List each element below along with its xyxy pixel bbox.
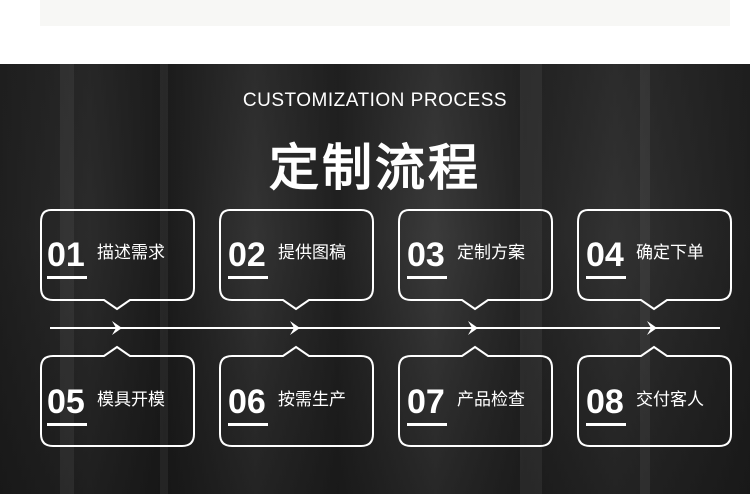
step-label: 提供图稿 — [278, 243, 346, 263]
step-number: 08 — [586, 385, 624, 419]
step-card-08: 08 交付客人 — [577, 347, 732, 447]
step-card-05: 05 模具开模 — [40, 347, 195, 447]
step-number: 07 — [407, 385, 445, 419]
step-number: 02 — [228, 238, 266, 272]
step-underline — [407, 276, 447, 279]
step-underline — [228, 423, 268, 426]
page-title: 定制流程 — [0, 128, 750, 200]
step-number: 06 — [228, 385, 266, 419]
arrow-right-icon — [286, 319, 304, 337]
step-underline — [586, 276, 626, 279]
step-label: 按需生产 — [278, 390, 346, 410]
step-number: 04 — [586, 238, 624, 272]
step-underline — [47, 276, 87, 279]
step-label: 确定下单 — [636, 243, 704, 263]
arrow-right-icon — [108, 319, 126, 337]
step-underline — [586, 423, 626, 426]
step-card-03: 03 定制方案 — [398, 209, 553, 309]
process-panel: CUSTOMIZATION PROCESS 定制流程 01 描述需求 02 提供… — [0, 64, 750, 494]
english-subtitle: CUSTOMIZATION PROCESS — [0, 90, 750, 112]
step-underline — [407, 423, 447, 426]
step-number: 05 — [47, 385, 85, 419]
step-label: 产品检查 — [457, 390, 525, 410]
step-label: 模具开模 — [97, 390, 165, 410]
step-label: 定制方案 — [457, 243, 525, 263]
arrow-right-icon — [464, 319, 482, 337]
step-underline — [228, 276, 268, 279]
step-card-06: 06 按需生产 — [219, 347, 374, 447]
step-card-02: 02 提供图稿 — [219, 209, 374, 309]
step-label: 交付客人 — [636, 390, 704, 410]
step-underline — [47, 423, 87, 426]
step-number: 01 — [47, 238, 85, 272]
step-card-07: 07 产品检查 — [398, 347, 553, 447]
step-card-04: 04 确定下单 — [577, 209, 732, 309]
arrow-right-icon — [643, 319, 661, 337]
step-label: 描述需求 — [97, 243, 165, 263]
step-card-01: 01 描述需求 — [40, 209, 195, 309]
step-number: 03 — [407, 238, 445, 272]
top-faint-shade — [40, 0, 730, 26]
flow-line — [50, 327, 720, 329]
top-white-band — [0, 0, 750, 64]
